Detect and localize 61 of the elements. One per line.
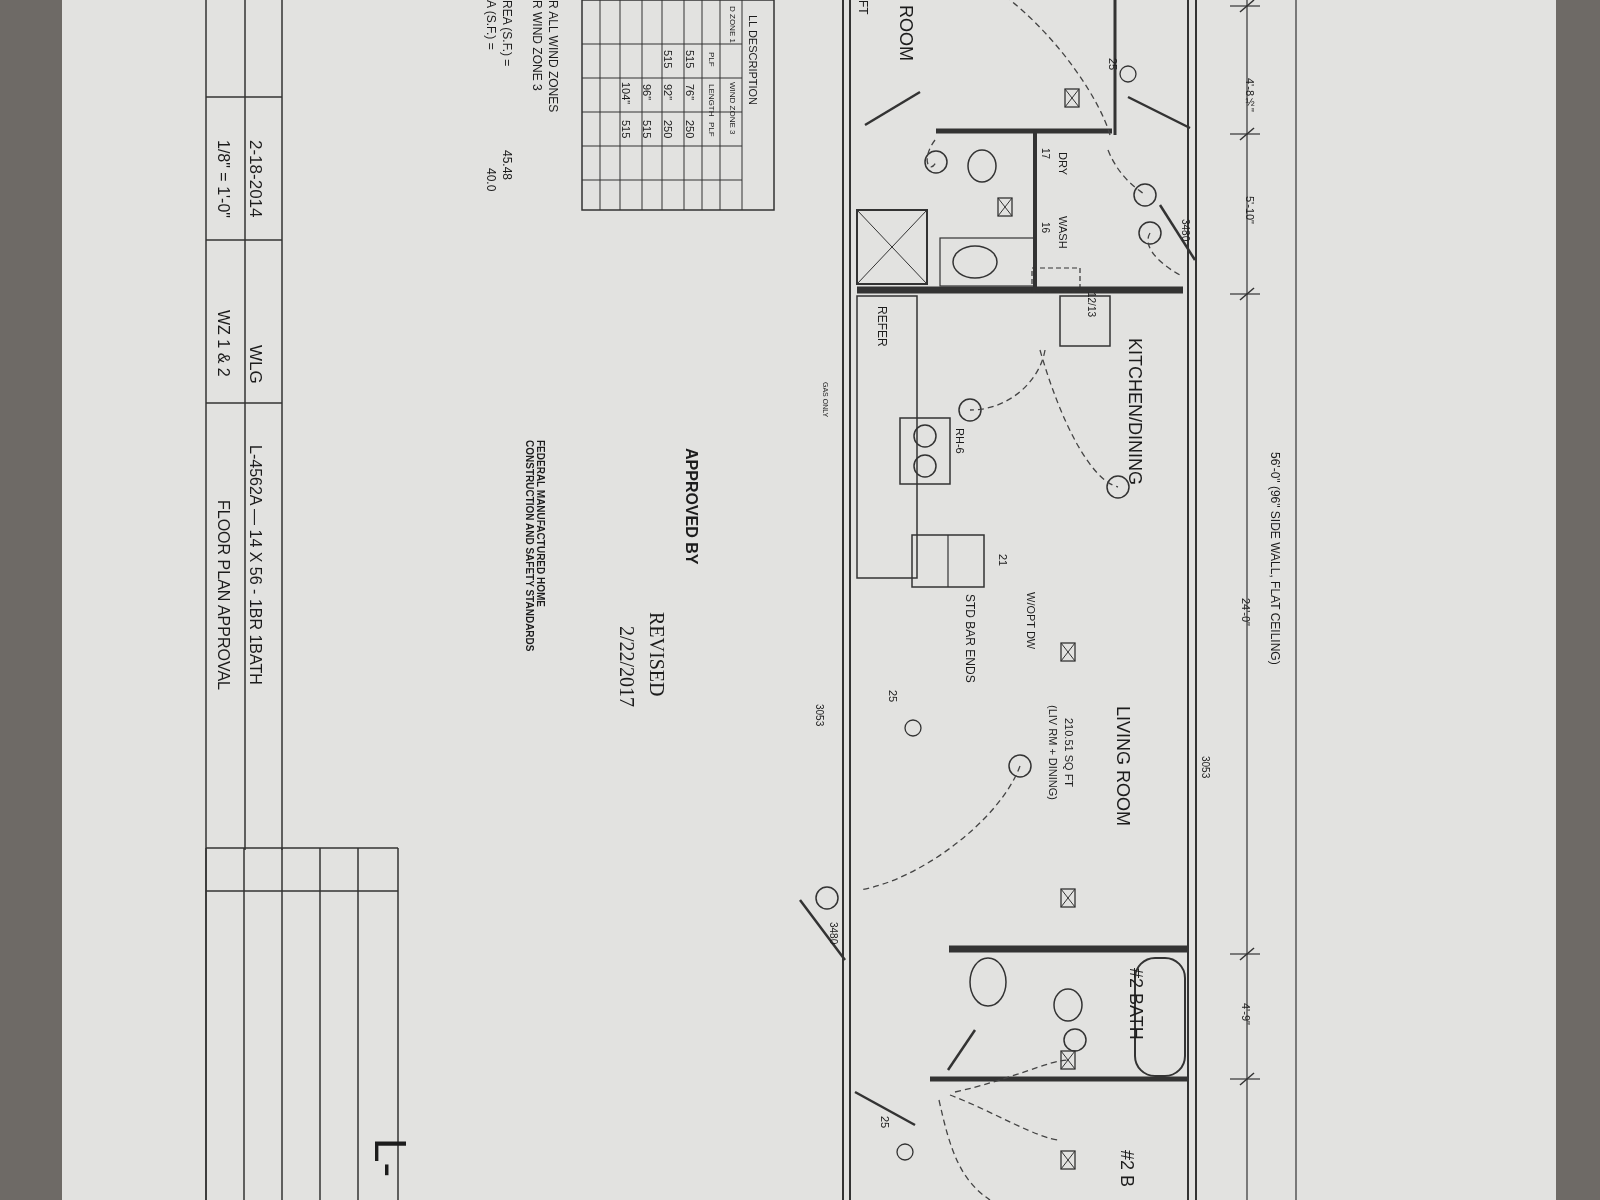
note-text: STD BAR ENDS [963,594,977,683]
room-name: ROOM [895,5,915,61]
note-text: R WIND ZONE 3 [530,0,544,91]
wind-zone-text: WZ 1 & 2 [214,310,232,377]
load-value: 515 [684,50,697,69]
load-value: 515 [662,50,675,69]
column-heading: PLF [706,52,715,67]
standards-text: FEDERAL MANUFACTURED HOME CONSTRUCTION AND SAFETY STANDARDS [524,440,546,654]
drawing-scale: 1/8" = 1'-0" [214,140,232,218]
fixture-number: 25 [879,1116,892,1129]
area-value: 45.48 [500,150,514,181]
column-heading: D ZONE 1 [727,6,736,43]
sheet-number: L- [366,1138,415,1178]
area-text: FT [856,0,870,15]
drawing-title: FLOOR PLAN APPROVAL [214,500,232,690]
fixture-number: 25 [1107,58,1120,71]
note-text: R ALL WIND ZONES [546,0,560,113]
area-value: 40.0 [484,168,498,192]
load-value: 250 [684,120,697,139]
load-value: 104" [620,82,633,105]
dimension-text: 5'-10" [1244,196,1257,225]
drafter-initials: WLG [245,345,264,384]
fixture-number: 17 [1040,148,1051,160]
dimension-text: 4'-9" [1240,1003,1253,1025]
note-text: REA (S.F.) = [500,0,514,67]
appliance-label: RH-6 [954,428,967,454]
appliance-label: REFER [875,306,889,347]
note-text: A (S.F.) = [484,0,498,50]
dimension-text: 24'-0" [1240,598,1253,627]
dimension-text: 56'-0" (96" SIDE WALL, FLAT CEILING) [1268,452,1282,665]
room-name: #2 BATH [1125,968,1145,1040]
load-value: 96" [641,84,654,101]
fixture-number: 16 [1040,222,1051,234]
dimension-text: 4'-8½" [1244,78,1257,112]
appliance-label: DRY [1057,152,1070,176]
column-heading: WIND ZONE 3 [727,82,736,135]
room-name: KITCHEN/DINING [1124,338,1144,485]
fixture-number: 21 [997,554,1010,567]
revision-text: REVISED [646,612,668,697]
column-heading: LENGTH [706,84,715,117]
door-code: 3480 [828,922,839,945]
drawing-date: 2-18-2014 [245,140,264,218]
approval-text: APPROVED BY [682,448,700,565]
room-name: #2 B [1116,1150,1136,1188]
load-value: 250 [662,120,675,139]
revision-date: 2/22/2017 [616,626,638,708]
column-heading: PLF [706,122,715,137]
load-value: 515 [620,120,633,139]
fixture-number: 25 [887,690,900,703]
load-value: 76" [684,84,697,101]
load-value: 92" [662,84,675,101]
appliance-label: WASH [1057,216,1070,249]
load-value: 515 [641,120,654,139]
window-code: 3053 [814,704,825,727]
drawing-title: L-4562A — 14 X 56 - 1BR 1BATH [246,445,264,685]
note-text: W/OPT DW [1025,592,1038,650]
room-name: LIVING ROOM [1112,706,1132,826]
area-text: 210.51 SQ FT [1063,718,1076,788]
area-text: (LIV RM + DINING) [1047,705,1060,801]
table-heading: LL DESCRIPTION [747,15,760,106]
window-code: 3053 [1200,756,1211,779]
